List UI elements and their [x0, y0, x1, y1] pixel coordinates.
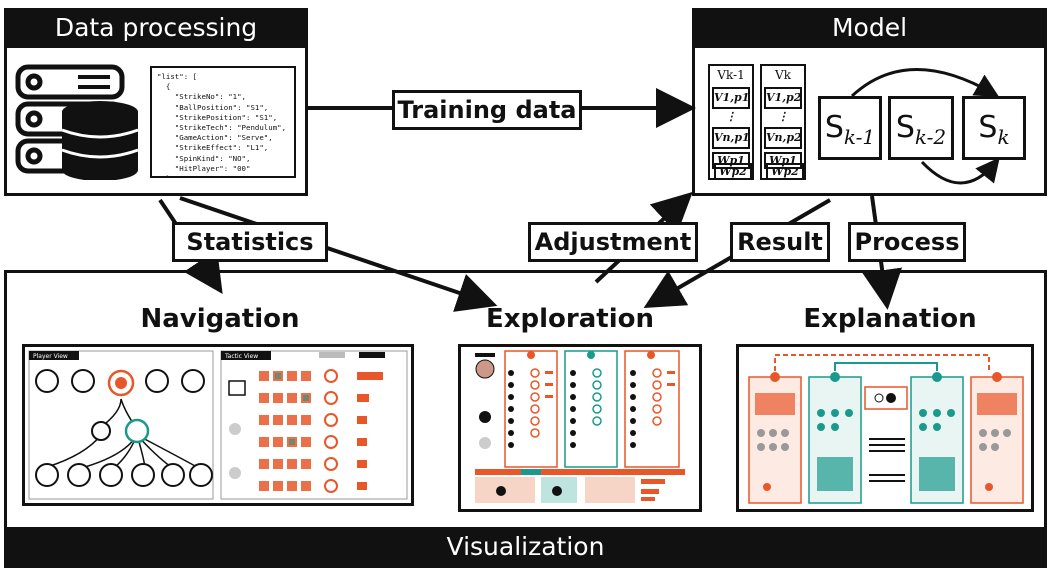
state-label: S	[978, 110, 998, 145]
state-box-k: Sk	[962, 96, 1026, 160]
exploration-heading: Exploration	[486, 304, 654, 334]
vector-cell: ⋮	[725, 110, 737, 123]
state-transition-arrows	[850, 68, 1000, 185]
vector-cell: Wp2	[714, 163, 752, 180]
explanation-thumbnail	[748, 354, 1024, 504]
vector-column-prev: Vk-1 V1,p1 ⋮ Vn,p1 Wp1	[708, 64, 754, 180]
vector-column-head: Vk	[775, 68, 791, 82]
navigation-heading: Navigation	[140, 304, 300, 334]
state-label: S	[824, 110, 844, 145]
json-sample: "list": [ { "StrikeNo": "1", "BallPositi…	[150, 66, 296, 178]
data-processing-title: Data processing	[4, 8, 308, 48]
database-server-icon	[15, 64, 139, 180]
vector-cell: ⋮	[777, 110, 789, 123]
vector-column-head: Vk-1	[717, 68, 745, 82]
state-box-k-2: Sk-2	[888, 96, 954, 160]
vector-cell: Vn,p2	[764, 127, 802, 149]
exploration-thumbnail	[475, 350, 685, 503]
state-subscript: k-1	[843, 125, 876, 149]
model-title: Model	[692, 8, 1047, 48]
tactic-view-label: Tactic View	[224, 353, 258, 360]
state-box-k-1: Sk-1	[818, 96, 882, 160]
vector-cell: V1,p2	[764, 87, 802, 109]
statistics-label: Statistics	[172, 222, 328, 262]
result-label: Result	[730, 222, 830, 262]
navigation-thumbnail: Player View Tactic View	[28, 350, 408, 500]
vector-cell: Vn,p1	[712, 127, 750, 149]
training-data-label: Training data	[392, 90, 582, 130]
state-label: S	[895, 110, 915, 145]
visualization-title: Visualization	[4, 528, 1047, 568]
player-view-label: Player View	[33, 353, 68, 360]
process-label: Process	[848, 222, 966, 262]
state-subscript: k	[997, 125, 1010, 149]
vector-cell: V1,p1	[712, 87, 750, 109]
adjustment-label: Adjustment	[528, 222, 698, 262]
vector-cell: Wp2	[766, 163, 804, 180]
state-subscript: k-2	[914, 125, 947, 149]
